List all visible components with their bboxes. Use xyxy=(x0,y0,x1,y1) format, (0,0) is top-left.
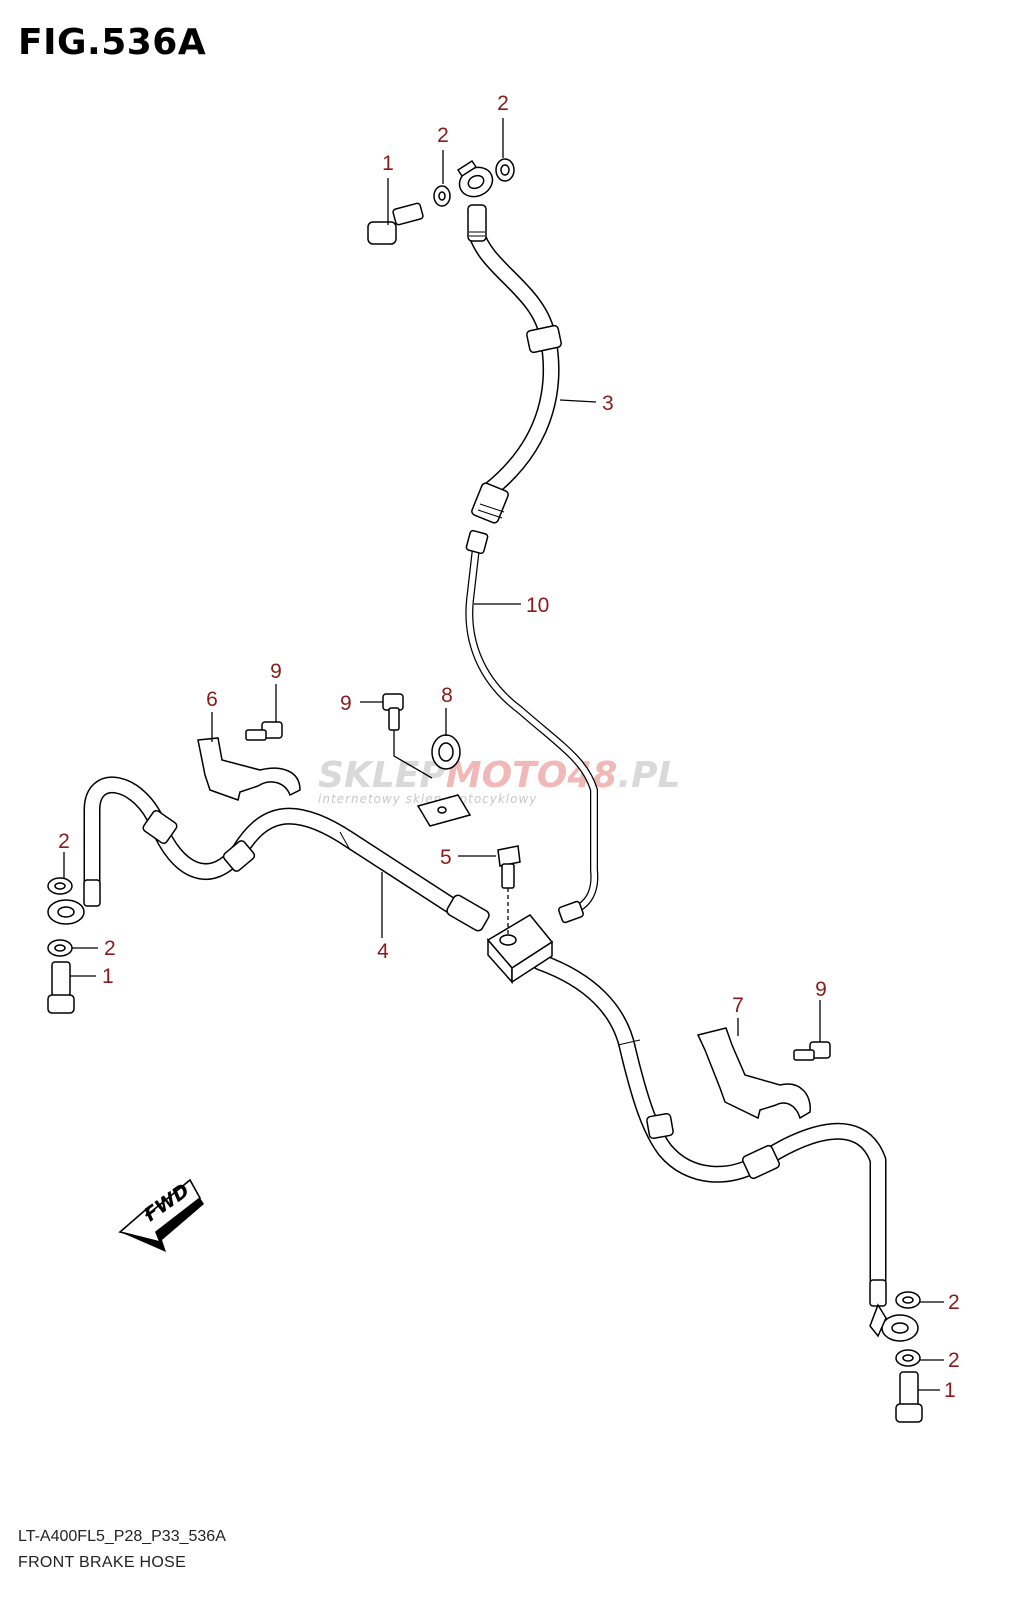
washer-2-left-b[interactable] xyxy=(47,939,73,957)
banjo-bolt-1-left[interactable] xyxy=(47,961,75,1014)
bolt-9-left[interactable] xyxy=(382,693,404,731)
callout-9-left: 9 xyxy=(340,692,352,715)
fwd-arrow: FWD xyxy=(118,1178,204,1252)
brake-pipe-10[interactable] xyxy=(465,529,599,924)
clamp-8[interactable] xyxy=(416,734,472,827)
bolt-9-right[interactable] xyxy=(793,1041,831,1061)
washer-2-right-a[interactable] xyxy=(895,1291,921,1309)
watermark: SKLEPMOTO48.PL internetowy sklep motocyk… xyxy=(318,755,680,806)
callout-2-left-b: 2 xyxy=(104,937,116,960)
hose-3[interactable] xyxy=(455,159,562,524)
callout-1-right: 1 xyxy=(944,1379,956,1402)
callout-9-mid: 9 xyxy=(270,660,282,683)
callout-4: 4 xyxy=(377,940,389,963)
callout-6: 6 xyxy=(206,688,218,711)
bolt-5[interactable] xyxy=(497,845,521,935)
banjo-bolt-1-top[interactable] xyxy=(367,202,424,245)
callout-2-top-left: 2 xyxy=(437,124,449,147)
callout-1-top: 1 xyxy=(382,152,394,175)
bracket-6[interactable] xyxy=(197,737,301,801)
callout-7: 7 xyxy=(732,994,744,1017)
washer-2-left-a[interactable] xyxy=(47,877,73,895)
callout-8: 8 xyxy=(441,684,453,707)
callout-3: 3 xyxy=(602,392,614,415)
washer-2-top-left[interactable] xyxy=(433,185,451,207)
callouts: 1 2 2 3 10 9 6 9 8 2 5 2 1 4 7 9 2 2 1 xyxy=(58,92,960,1402)
watermark-brand: SKLEPMOTO48.PL xyxy=(318,755,680,796)
junction-block[interactable] xyxy=(486,914,554,984)
callout-9-right: 9 xyxy=(815,978,827,1001)
callout-2-left-a: 2 xyxy=(58,830,70,853)
callout-10: 10 xyxy=(526,594,549,617)
figure-title: FIG.536A xyxy=(18,22,207,63)
watermark-tagline: internetowy sklep motocyklowy xyxy=(318,792,537,806)
callout-1-left: 1 xyxy=(102,965,114,988)
diagram-code: LT-A400FL5_P28_P33_536A xyxy=(18,1528,226,1545)
washer-2-right-b[interactable] xyxy=(895,1349,921,1367)
banjo-bolt-1-right[interactable] xyxy=(895,1371,923,1423)
callout-2-right-b: 2 xyxy=(948,1349,960,1372)
callout-2-right-a: 2 xyxy=(948,1291,960,1314)
diagram-name: FRONT BRAKE HOSE xyxy=(18,1554,187,1571)
bracket-7[interactable] xyxy=(696,1027,811,1120)
bolt-9-mid[interactable] xyxy=(245,721,283,741)
washer-2-top-right[interactable] xyxy=(495,158,515,182)
callout-2-top-right: 2 xyxy=(497,92,509,115)
leader-lines xyxy=(63,118,944,1391)
hose-right[interactable] xyxy=(531,953,919,1342)
callout-5: 5 xyxy=(440,846,452,869)
hose-4[interactable] xyxy=(47,776,491,933)
